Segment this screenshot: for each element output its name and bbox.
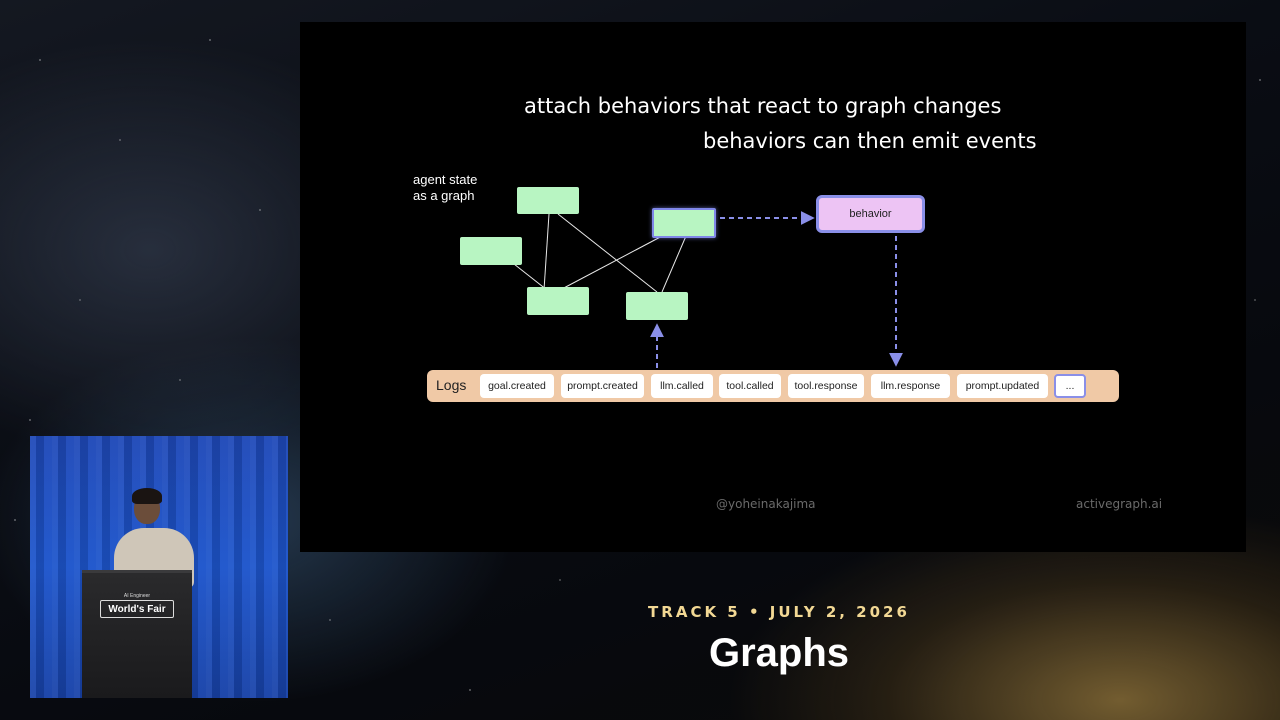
graph-label-line-1: agent state	[413, 172, 478, 187]
log-event-chip: tool.response	[788, 374, 864, 398]
podium-small-text: AI Engineer	[123, 593, 151, 599]
behavior-box: behavior	[816, 195, 925, 233]
author-handle: @yoheinakajima	[716, 497, 816, 511]
speaker-video-feed: AI Engineer World's Fair	[30, 436, 288, 698]
podium: AI Engineer World's Fair	[82, 570, 192, 698]
graph-node	[527, 287, 589, 315]
podium-logo-text: World's Fair	[100, 600, 174, 618]
logs-bar: Logs goal.created prompt.created llm.cal…	[427, 370, 1119, 402]
website-handle: activegraph.ai	[1076, 497, 1163, 511]
changed-graph-node	[652, 208, 716, 238]
presentation-slide: attach behaviors that react to graph cha…	[300, 22, 1246, 552]
graph-edge	[661, 235, 687, 293]
log-event-chip: tool.called	[719, 374, 781, 398]
log-event-chip: llm.response	[871, 374, 950, 398]
graph-edge	[559, 233, 667, 291]
graph-label: agent state as a graph	[413, 172, 503, 204]
graph-node	[460, 237, 522, 265]
slide-title: attach behaviors that react to graph cha…	[524, 94, 1002, 118]
graph-label-line-2: as a graph	[413, 188, 475, 203]
graph-edge	[513, 263, 548, 291]
track-date-label: TRACK 5 • JULY 2, 2026	[648, 603, 910, 621]
speaker-hair	[132, 488, 162, 504]
log-event-chip: prompt.updated	[957, 374, 1048, 398]
log-event-chip: goal.created	[480, 374, 554, 398]
graph-edge	[557, 213, 658, 293]
slide-subtitle: behaviors can then emit events	[703, 129, 1037, 153]
session-title: Graphs	[708, 631, 850, 675]
graph-edge	[543, 213, 550, 291]
graph-diagram	[513, 211, 903, 368]
logs-label: Logs	[436, 377, 467, 393]
log-event-more-chip: ...	[1054, 374, 1086, 398]
log-event-chip: llm.called	[651, 374, 713, 398]
log-event-chip: prompt.created	[561, 374, 644, 398]
graph-node	[626, 292, 688, 320]
graph-node	[517, 187, 579, 214]
